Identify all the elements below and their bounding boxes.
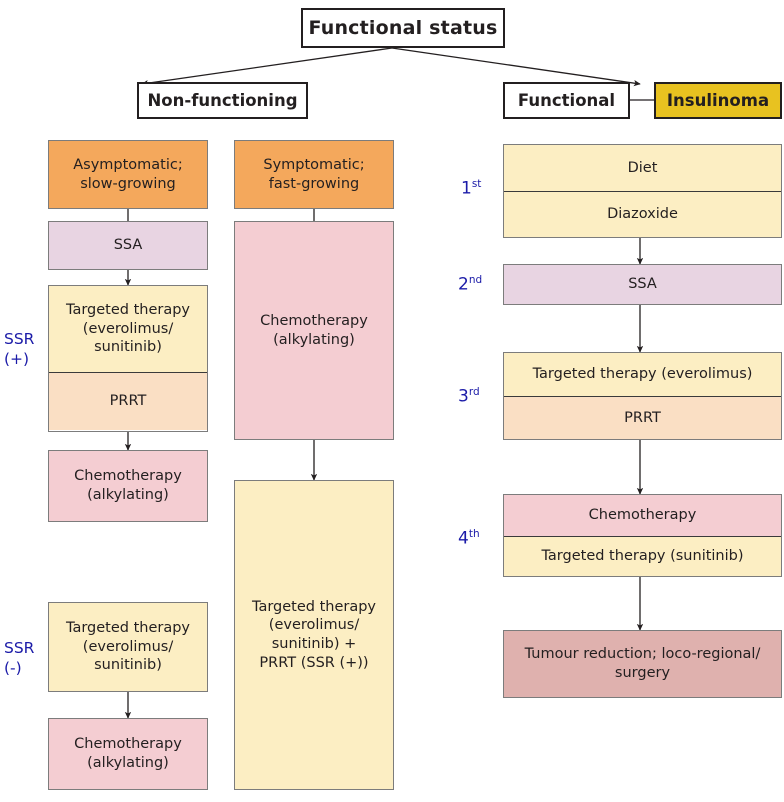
ordinal-3rd: 3rd (458, 386, 480, 407)
ordinal-4th-number: 4 (458, 528, 469, 549)
ordinal-4th: 4th (458, 528, 480, 549)
ordinal-1st-suffix: st (471, 178, 482, 190)
ordinal-2nd: 2nd (458, 274, 482, 295)
node-ssa-left: SSA (48, 221, 208, 270)
node-diet: Diet (504, 145, 781, 191)
node-prrt-left: PRRT (49, 372, 207, 430)
ordinal-1st-number: 1 (461, 178, 472, 199)
page-title: Functional status (301, 8, 505, 48)
branch-insulinoma: Insulinoma (654, 82, 782, 119)
node-ssa-right: SSA (503, 264, 782, 305)
node-targeted-therapy-sunitinib: Targeted therapy (sunitinib) (504, 536, 781, 576)
node-chemotherapy-right: Chemotherapy (504, 495, 781, 536)
node-asymptomatic-slow-growing: Asymptomatic; slow-growing (48, 140, 208, 209)
node-targeted-therapy-ssr-negative: Targeted therapy (everolimus/ sunitinib) (48, 602, 208, 692)
node-symptomatic-fast-growing: Symptomatic; fast-growing (234, 140, 394, 209)
node-targeted-therapy-everolimus: Targeted therapy (everolimus) (504, 353, 781, 396)
branch-functional: Functional (503, 82, 630, 119)
branch-non-functioning: Non-functioning (137, 82, 308, 119)
ordinal-4th-suffix: th (468, 528, 480, 540)
ordinal-3rd-number: 3 (458, 386, 469, 407)
node-diazoxide: Diazoxide (504, 191, 781, 237)
node-targeted-therapy-plus-prrt: Targeted therapy (everolimus/ sunitinib)… (234, 480, 394, 790)
label-ssr-negative: SSR (-) (4, 639, 35, 678)
ordinal-3rd-suffix: rd (468, 386, 480, 398)
group-step-4: Chemotherapy Targeted therapy (sunitinib… (503, 494, 782, 577)
group-step-1: Diet Diazoxide (503, 144, 782, 238)
node-chemotherapy-ssr-negative: Chemotherapy (alkylating) (48, 718, 208, 790)
group-step-3: Targeted therapy (everolimus) PRRT (503, 352, 782, 440)
node-prrt-right: PRRT (504, 396, 781, 439)
node-targeted-therapy-left: Targeted therapy (everolimus/ sunitinib) (49, 286, 207, 372)
node-chemotherapy-left: Chemotherapy (alkylating) (48, 450, 208, 522)
ordinal-1st: 1st (461, 178, 481, 199)
node-tumour-reduction: Tumour reduction; loco-regional/ surgery (503, 630, 782, 698)
node-chemotherapy-middle: Chemotherapy (alkylating) (234, 221, 394, 440)
group-targeted-prrt-left: Targeted therapy (everolimus/ sunitinib)… (48, 285, 208, 432)
ordinal-2nd-number: 2 (458, 274, 469, 295)
ordinal-2nd-suffix: nd (468, 274, 483, 286)
label-ssr-positive: SSR (+) (4, 330, 35, 369)
